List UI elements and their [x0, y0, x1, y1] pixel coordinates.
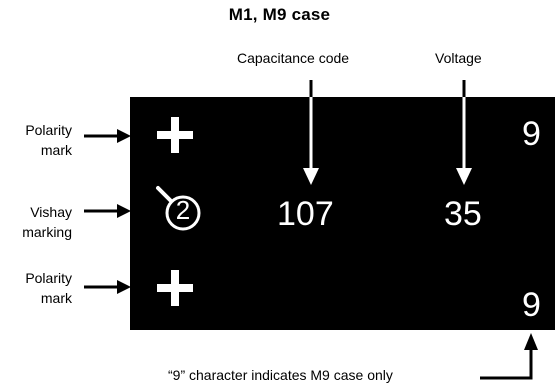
footnote-label: “9” character indicates M9 case only: [168, 367, 393, 383]
polarity-mark-label-top-line2: mark: [40, 142, 72, 158]
vishay-marking-label-line2: marking: [22, 224, 72, 240]
footnote-arrow-head: [524, 333, 538, 350]
polarity-mark-label-bottom-line1: Polarity: [25, 270, 72, 286]
polarity-top-arrow-head: [117, 129, 131, 143]
voltage-label: Voltage: [435, 50, 482, 66]
polarity-mark-label-top: Polarity mark: [2, 120, 72, 160]
vishay-marking-label-line1: Vishay: [30, 204, 72, 220]
capacitance-code-value: 107: [277, 195, 334, 233]
vishay-logo-digit: 2: [175, 195, 191, 225]
vishay-marking-label: Vishay marking: [2, 202, 72, 242]
capacitance-code-label: Capacitance code: [237, 50, 350, 66]
case-character-top: 9: [522, 115, 541, 153]
voltage-value: 35: [444, 195, 482, 233]
polarity-mark-label-bottom: Polarity mark: [2, 268, 72, 308]
polarity-plus-top-icon: [157, 117, 193, 153]
voltage-arrow-head: [456, 168, 472, 185]
polarity-bottom-arrow-head: [117, 280, 131, 294]
diagram-title: M1, M9 case: [228, 5, 331, 24]
vishay-arrow-head: [117, 204, 131, 218]
case-character-bottom: 9: [522, 286, 541, 324]
polarity-mark-label-top-line1: Polarity: [25, 122, 72, 138]
polarity-mark-label-bottom-line2: mark: [40, 290, 72, 306]
capacitor-body: [130, 97, 555, 330]
footnote-arrow-line: [480, 348, 533, 380]
polarity-plus-bottom-icon: [157, 270, 193, 306]
vishay-logo-icon: [156, 186, 201, 231]
capacitance-arrow-head: [303, 168, 319, 185]
